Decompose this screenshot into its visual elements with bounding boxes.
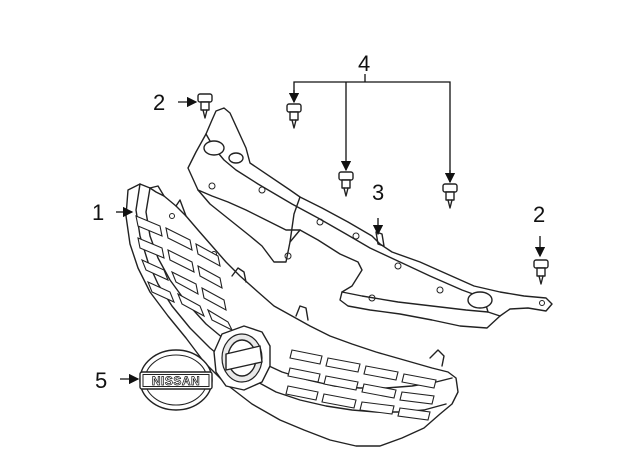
clip-4a: [286, 103, 302, 129]
bolt-2-left: [197, 93, 213, 119]
nissan-emblem: NISSAN: [139, 349, 213, 411]
radiator-core-support-cover: [187, 107, 553, 329]
callout-2-left: 2: [153, 90, 165, 115]
bolt-2-right: [533, 259, 549, 285]
callout-1: 1: [92, 200, 104, 225]
callout-4: 4: [358, 51, 370, 76]
grille-slats-left: [135, 215, 234, 332]
callout-2-right: 2: [533, 202, 545, 227]
clip-4c: [442, 183, 458, 209]
grille-assembly: [125, 183, 459, 447]
callout-3: 3: [372, 180, 384, 205]
grille-emblem-mount: [213, 325, 271, 391]
callout-5: 5: [95, 368, 107, 393]
emblem-text: NISSAN: [152, 374, 200, 388]
leader-lines: [116, 74, 546, 385]
clip-4b: [338, 171, 354, 197]
grille-slats-right: [285, 349, 437, 421]
